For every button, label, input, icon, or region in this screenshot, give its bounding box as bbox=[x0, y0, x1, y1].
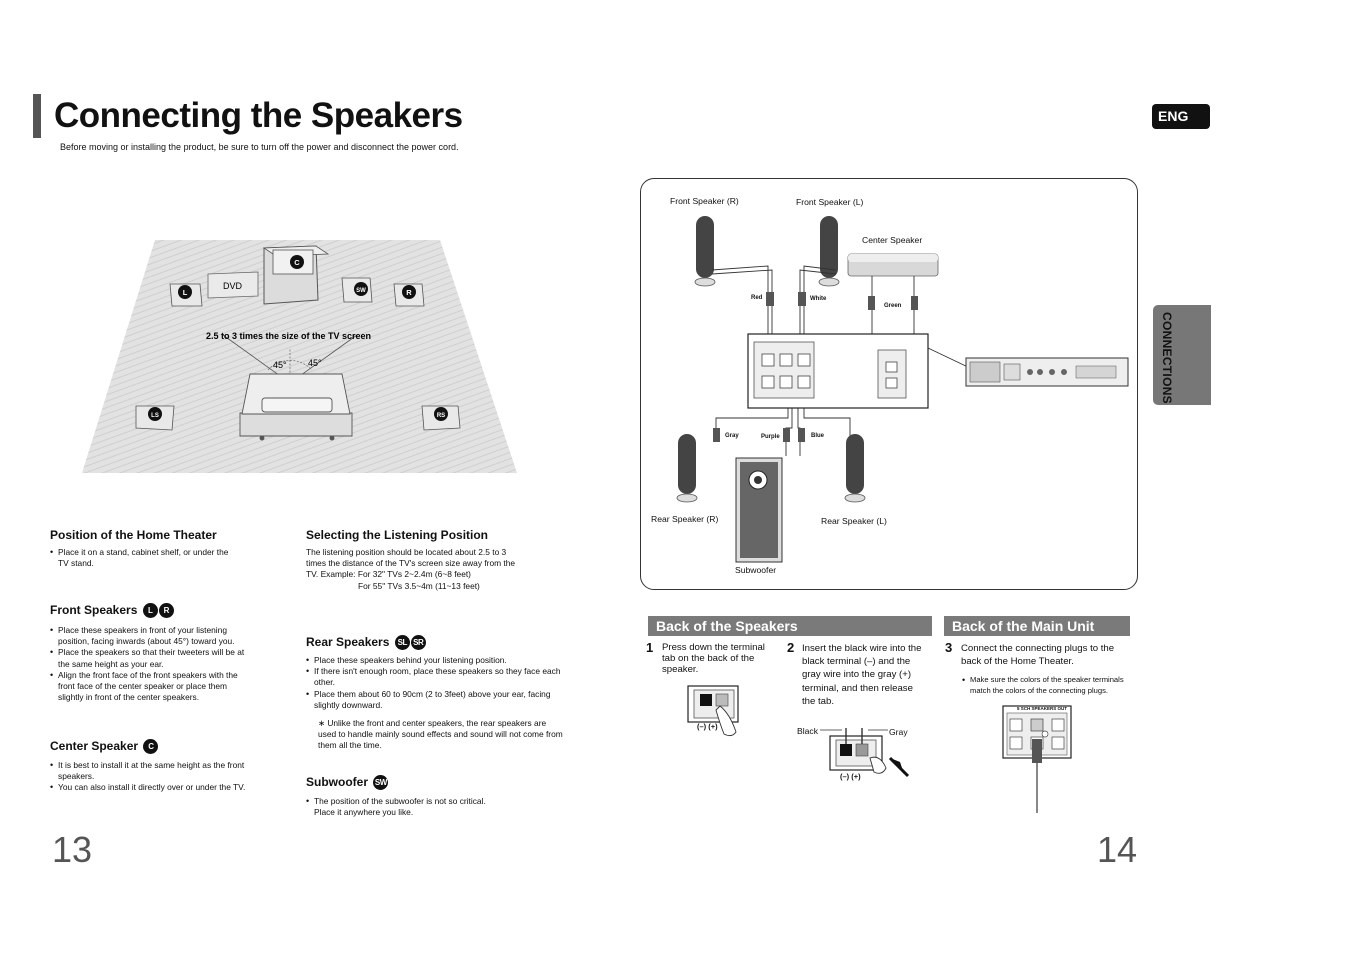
dvd-shape bbox=[207, 271, 259, 299]
page-title: Connecting the Speakers bbox=[54, 96, 463, 135]
badge-l: L bbox=[183, 288, 188, 297]
position-list: Place it on a stand, cabinet shelf, or u… bbox=[50, 547, 240, 569]
step-3-text: Connect the connecting plugs to the back… bbox=[961, 643, 1115, 668]
badge-l-icon: L bbox=[142, 603, 158, 619]
room-layout-diagram: DVD 45° 45° 2.5 to 3 times the size of t… bbox=[82, 240, 517, 473]
wire-gray-label: Gray bbox=[725, 433, 739, 439]
step-2-text: Insert the black wire into the black ter… bbox=[802, 643, 922, 707]
list-item: Place it on a stand, cabinet shelf, or u… bbox=[50, 547, 240, 569]
badge-r: R bbox=[406, 288, 412, 297]
rear-speakers-list: Place these speakers behind your listeni… bbox=[306, 655, 562, 711]
page-number-right: 14 bbox=[1097, 829, 1138, 870]
wire-red-label: Red bbox=[751, 295, 763, 301]
wire-green-label: Green bbox=[884, 303, 902, 309]
rear-speakers-note: ∗ Unlike the front and center speakers, … bbox=[318, 718, 563, 751]
wiring-diagram-panel bbox=[640, 178, 1138, 590]
center-speaker-heading-text: Center Speaker bbox=[50, 739, 139, 753]
front-speaker-r-shape bbox=[694, 216, 716, 287]
subwoofer-heading-text: Subwoofer bbox=[306, 775, 368, 789]
main-unit-terminal-label: 5 SCH SPEAKERS OUT bbox=[1017, 706, 1068, 711]
badge-sr-icon: SR bbox=[410, 635, 426, 651]
step-1-number: 1 bbox=[646, 640, 654, 655]
wire-purple-label: Purple bbox=[761, 434, 780, 440]
distance-label: 2.5 to 3 times the size of the TV screen bbox=[206, 331, 371, 341]
couch-shape bbox=[239, 373, 353, 441]
gray-wire-label: Gray bbox=[889, 727, 908, 737]
main-unit-note-list: Make sure the colors of the speaker term… bbox=[962, 675, 1142, 696]
wire-white-label: White bbox=[810, 296, 827, 302]
list-item: Place these speakers in front of your li… bbox=[50, 625, 250, 647]
front-speaker-l-label: Front Speaker (L) bbox=[796, 197, 864, 207]
list-item: Align the front face of the front speake… bbox=[50, 670, 250, 704]
badge-c-icon: C bbox=[143, 739, 159, 755]
list-item: If there isn't enough room, place these … bbox=[306, 666, 562, 688]
front-speakers-heading-text: Front Speakers bbox=[50, 603, 138, 617]
list-item: The position of the subwoofer is not so … bbox=[306, 796, 492, 818]
back-of-speakers-header: Back of the Speakers bbox=[648, 616, 932, 636]
title-accent-bar bbox=[33, 94, 41, 138]
list-item: You can also install it directly over or… bbox=[50, 782, 250, 793]
page-number-left: 13 bbox=[52, 829, 93, 870]
badge-r-icon: R bbox=[158, 603, 174, 619]
angle-left-label: 45° bbox=[273, 360, 287, 370]
connections-tab-label: CONNECTIONS bbox=[1160, 312, 1174, 404]
center-speaker-label: Center Speaker bbox=[862, 235, 923, 245]
rear-speakers-heading-text: Rear Speakers bbox=[306, 635, 390, 649]
center-speaker-shape bbox=[847, 253, 939, 277]
terminals-label-2: (–) (+) bbox=[840, 772, 861, 781]
list-item: Place the speakers so that their tweeter… bbox=[50, 647, 250, 669]
center-speaker-list: It is best to install it at the same hei… bbox=[50, 760, 250, 794]
rear-speaker-r-shape bbox=[676, 434, 698, 503]
front-speaker-r-label: Front Speaker (R) bbox=[670, 196, 739, 206]
page-subtitle: Before moving or installing the product,… bbox=[60, 142, 459, 152]
black-wire-label: Black bbox=[797, 726, 819, 736]
terminals-label-1: (–) (+) bbox=[697, 722, 718, 731]
main-unit-shape bbox=[965, 357, 1129, 387]
front-speaker-l-shape bbox=[818, 216, 840, 287]
list-item: Make sure the colors of the speaker term… bbox=[962, 675, 1142, 696]
wiring-diagram bbox=[676, 216, 1129, 563]
step-3-number: 3 bbox=[945, 640, 953, 655]
terminal-press-illustration bbox=[687, 685, 739, 737]
list-item: Place them about 60 to 90cm (2 to 3feet)… bbox=[306, 689, 562, 711]
rear-speaker-r-label: Rear Speaker (R) bbox=[651, 514, 719, 524]
subwoofer-shape bbox=[735, 457, 783, 563]
dvd-label: DVD bbox=[223, 281, 243, 291]
wire-blue-label: Blue bbox=[811, 433, 825, 439]
step-1-text: Press down the terminal tab on the back … bbox=[662, 642, 765, 675]
badge-c: C bbox=[294, 258, 300, 267]
listening-position-text-2: For 55" TVs 3.5~4m (11~13 feet) bbox=[358, 581, 480, 591]
step-2-number: 2 bbox=[787, 640, 795, 655]
listening-position-heading: Selecting the Listening Position bbox=[306, 528, 489, 542]
language-badge: ENG bbox=[1152, 104, 1210, 129]
front-speakers-list: Place these speakers in front of your li… bbox=[50, 625, 250, 703]
main-unit-terminal-illustration bbox=[1002, 705, 1072, 813]
subwoofer-heading: Subwoofer SW bbox=[306, 775, 389, 791]
subwoofer-list: The position of the subwoofer is not so … bbox=[306, 796, 492, 818]
badge-sl-icon: SL bbox=[394, 635, 410, 651]
list-item: Place these speakers behind your listeni… bbox=[306, 655, 562, 666]
back-of-main-unit-header: Back of the Main Unit bbox=[944, 616, 1130, 636]
position-heading: Position of the Home Theater bbox=[50, 528, 217, 542]
rear-speaker-l-shape bbox=[844, 434, 866, 503]
angle-right-label: 45° bbox=[308, 358, 322, 368]
badge-sw-icon: SW bbox=[373, 775, 389, 791]
subwoofer-label: Subwoofer bbox=[735, 565, 777, 575]
center-speaker-heading: Center Speaker C bbox=[50, 739, 159, 755]
rear-speaker-l-label: Rear Speaker (L) bbox=[821, 516, 887, 526]
badge-ls: LS bbox=[151, 413, 159, 419]
wire-insert-illustration bbox=[820, 728, 910, 778]
badge-rs: RS bbox=[437, 413, 445, 419]
list-item: It is best to install it at the same hei… bbox=[50, 760, 250, 782]
listening-position-text: The listening position should be located… bbox=[306, 547, 516, 580]
connections-tab bbox=[1153, 305, 1211, 405]
badge-sw: SW bbox=[356, 288, 366, 294]
